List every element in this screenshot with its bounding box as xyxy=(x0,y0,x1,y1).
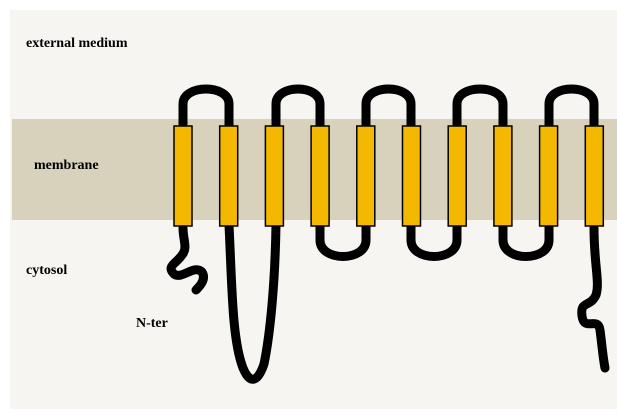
intracellular-loop-1 xyxy=(224,220,281,384)
transmembrane-helix-6 xyxy=(401,125,422,227)
transmembrane-helix-5 xyxy=(356,125,376,227)
intracellular-loop-2 xyxy=(315,220,371,261)
transmembrane-helix-1 xyxy=(173,125,193,227)
transmembrane-helix-10 xyxy=(584,125,605,227)
c-terminal-tail xyxy=(577,223,610,373)
membrane-label: membrane xyxy=(34,158,99,173)
extracellular-loop-5 xyxy=(544,84,599,133)
extracellular-loop-2 xyxy=(271,84,325,133)
external-medium-label: external medium xyxy=(26,36,128,51)
transmembrane-helix-8 xyxy=(493,125,513,227)
transmembrane-helix-7 xyxy=(447,125,467,227)
transmembrane-helix-4 xyxy=(310,125,330,227)
transmembrane-helix-2 xyxy=(218,125,239,227)
polypeptide-chain xyxy=(166,84,610,384)
extracellular-loop-4 xyxy=(452,84,508,133)
transmembrane-helices xyxy=(173,125,605,227)
intracellular-loop-3 xyxy=(406,220,462,261)
cytosol-label: cytosol xyxy=(26,263,68,278)
intracellular-loop-4 xyxy=(498,220,554,261)
n-terminus-label: N-ter xyxy=(136,316,168,331)
extracellular-loop-1 xyxy=(178,84,234,133)
transmembrane-helix-3 xyxy=(264,125,285,227)
n-terminal-tail xyxy=(166,223,208,295)
transmembrane-helix-9 xyxy=(538,125,559,227)
extracellular-loop-3 xyxy=(361,84,416,133)
